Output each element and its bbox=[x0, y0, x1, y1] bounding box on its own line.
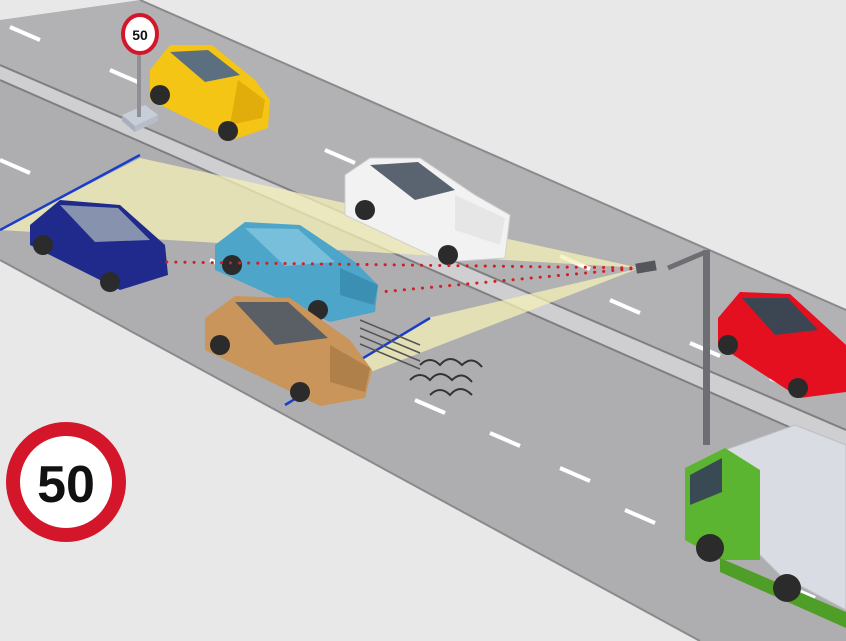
large-speed-sign: 50 bbox=[6, 422, 126, 542]
large-speed-sign-label: 50 bbox=[37, 456, 95, 514]
small-speed-sign-label: 50 bbox=[132, 27, 148, 43]
